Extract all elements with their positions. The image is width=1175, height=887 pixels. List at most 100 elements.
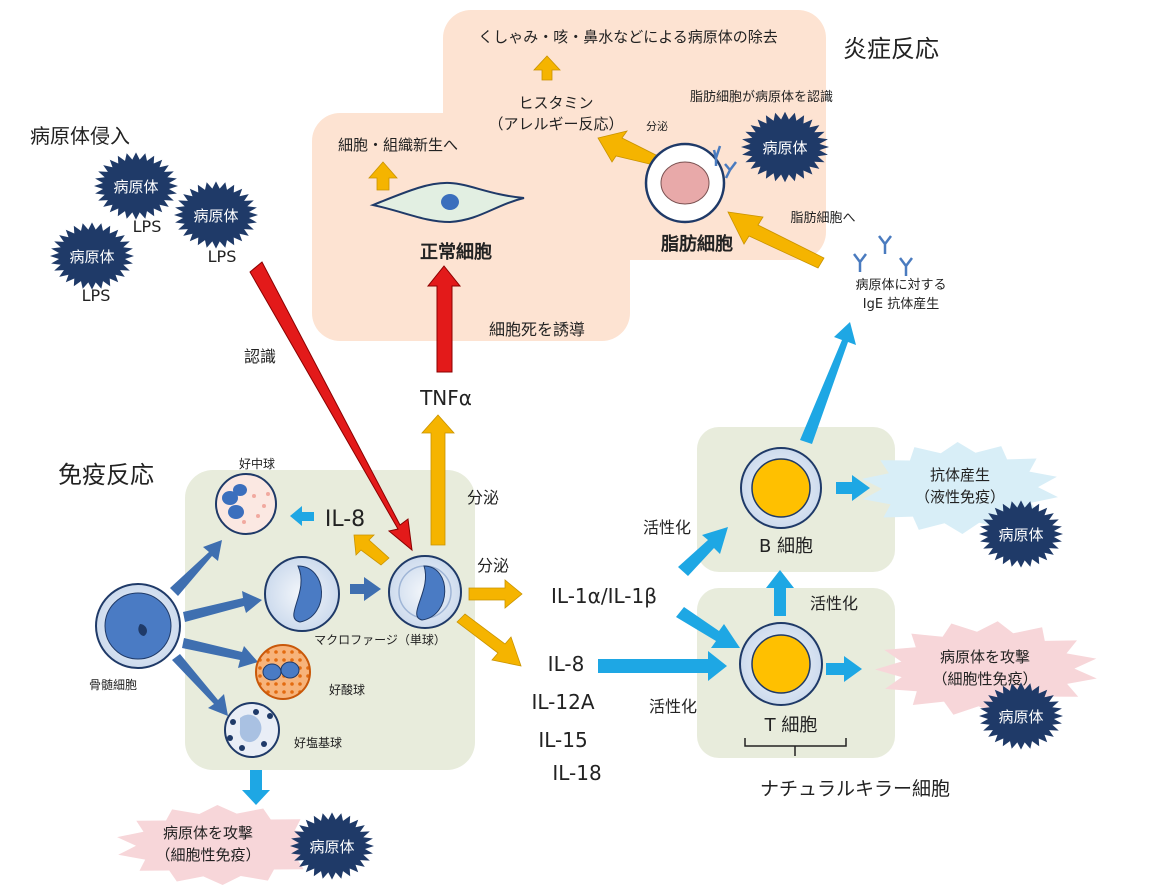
il8-neutrophil-label: IL-8 <box>325 507 365 532</box>
arrow-immune-to-attack <box>242 770 270 805</box>
arrow-b-cell-to-antibody <box>836 475 870 501</box>
invasion-title: 病原体侵入 <box>30 124 130 148</box>
pathogen-badge: 病原体 <box>979 500 1063 568</box>
arrow-t-cell-to-b-cell <box>766 570 794 616</box>
recognition-label: 認識 <box>244 347 276 366</box>
macrophage-icon <box>388 555 462 629</box>
il-list-item: IL-18 <box>552 761 601 785</box>
neutrophil-label: 好中球 <box>239 456 275 471</box>
arrow-macrophage-to-il8 <box>353 534 390 566</box>
cell-death-label: 細胞死を誘導 <box>489 320 585 339</box>
regeneration-label: 細胞・組織新生へ <box>338 136 458 154</box>
attack-right-line1: 病原体を攻撃 <box>940 648 1030 666</box>
antibody-line2: （液性免疫） <box>915 488 1005 506</box>
eosinophil-icon <box>255 644 311 700</box>
svg-text:病原体: 病原体 <box>193 207 238 225</box>
mast-recognize-label: 脂肪細胞が病原体を認識 <box>690 89 833 105</box>
immune-region <box>185 470 475 770</box>
basophil-icon <box>224 702 280 758</box>
mast-cell-icon <box>644 142 726 224</box>
arrow-ige-to-mast <box>727 211 825 269</box>
il-list-item: IL-8 <box>548 652 585 676</box>
arrow-mast-to-histamine <box>597 130 661 166</box>
normal-cell-label: 正常細胞 <box>420 241 492 263</box>
activation-b-label: 活性化 <box>643 518 691 537</box>
antibody-icon <box>712 145 737 179</box>
arrow-macrophage-to-il1 <box>468 579 523 609</box>
pathogen-removal-text: くしゃみ・咳・鼻水などによる病原体の除去 <box>478 28 778 46</box>
il-list-item: IL-12A <box>531 690 594 714</box>
svg-text:病原体: 病原体 <box>309 838 354 856</box>
svg-text:病原体: 病原体 <box>113 178 158 196</box>
arrow-up-regeneration <box>368 161 398 191</box>
monocyte-icon <box>264 556 340 632</box>
lps-label: LPS <box>82 286 111 305</box>
inflammation-title: 炎症反応 <box>843 35 939 63</box>
normal-cell-icon <box>369 181 525 224</box>
secretion-right-label: 分泌 <box>477 556 509 575</box>
svg-text:病原体: 病原体 <box>69 248 114 266</box>
arrow-bone-to-basophil <box>172 654 228 716</box>
mast-secretion-label: 分泌 <box>646 120 668 133</box>
b-cell-icon <box>740 447 822 529</box>
svg-text:病原体: 病原体 <box>998 708 1043 726</box>
arrow-il1-to-t-cell <box>676 607 740 648</box>
bone-marrow-label: 骨髄細胞 <box>89 677 137 692</box>
histamine-label: ヒスタミン <box>518 94 593 112</box>
arrow-t-cell-to-attack <box>826 656 862 682</box>
immune-title: 免疫反応 <box>58 461 154 489</box>
bone-marrow-cell-icon <box>95 583 181 669</box>
mast-cell-label: 脂肪細胞 <box>661 233 733 255</box>
inflammation-region <box>312 10 826 341</box>
lps-label: LPS <box>208 247 237 266</box>
pathogen-badge: 病原体 <box>174 181 258 249</box>
t-cell-icon <box>739 622 823 706</box>
ige-label-2: IgE 抗体産生 <box>863 296 939 312</box>
nk-bracket <box>744 738 847 756</box>
arrow-il1-to-b-cell <box>678 527 728 576</box>
arrow-b-cell-to-ige <box>800 322 856 444</box>
ige-antibody-icon <box>853 235 913 276</box>
pathogen-badge: 病原体 <box>979 682 1063 750</box>
arrow-macrophage-to-tnf <box>421 414 455 546</box>
histamine-note: （アレルギー反応） <box>488 115 623 133</box>
arrow-monocyte-to-macrophage <box>350 577 381 601</box>
attack-left-line1: 病原体を攻撃 <box>163 824 253 842</box>
activation-t-to-b-label: 活性化 <box>810 594 858 613</box>
antibody-line1: 抗体産生 <box>930 466 990 484</box>
attack-left-line2: （細胞性免疫） <box>155 846 260 864</box>
arrow-tnf-to-normal-cell <box>426 265 462 373</box>
pathogen-badge: 病原体 <box>741 111 829 183</box>
arrow-pathogen-to-macrophage <box>249 261 413 552</box>
basophil-label: 好塩基球 <box>294 735 342 750</box>
pathogen-badge: 病原体 <box>50 222 134 290</box>
macrophage-label: マクロファージ（単球） <box>314 633 446 647</box>
b-cell-label: B 細胞 <box>759 536 813 557</box>
lps-label: LPS <box>133 217 162 236</box>
arrow-up-removal <box>533 55 561 81</box>
eosinophil-label: 好酸球 <box>329 682 365 697</box>
svg-text:病原体: 病原体 <box>998 526 1043 544</box>
arrow-bone-to-neutrophil <box>170 540 222 596</box>
arrow-bone-to-monocyte <box>183 591 262 622</box>
to-mast-cell-label: 脂肪細胞へ <box>790 210 855 226</box>
arrow-il8-to-neutrophil <box>290 506 314 526</box>
svg-text:病原体: 病原体 <box>762 139 807 157</box>
nk-cell-label: ナチュラルキラー細胞 <box>760 778 950 800</box>
tnf-label: TNFα <box>419 386 472 410</box>
secretion-up-label: 分泌 <box>467 488 499 507</box>
pathogen-badge: 病原体 <box>94 152 178 220</box>
il1-label: IL-1α/IL-1β <box>551 584 657 608</box>
arrow-macrophage-to-il-list <box>456 613 522 667</box>
arrow-bone-to-eosinophil <box>182 638 258 668</box>
ige-label-1: 病原体に対する <box>855 278 946 293</box>
il-list-item: IL-15 <box>538 728 587 752</box>
neutrophil-icon <box>215 473 277 535</box>
activation-il-label: 活性化 <box>649 697 697 716</box>
attack-right-line2: （細胞性免疫） <box>932 670 1037 688</box>
arrow-il-to-t-cell <box>598 651 727 681</box>
attack-burst-left <box>117 805 323 885</box>
pathogen-badge: 病原体 <box>290 812 374 880</box>
t-cell-label: T 細胞 <box>764 715 818 736</box>
